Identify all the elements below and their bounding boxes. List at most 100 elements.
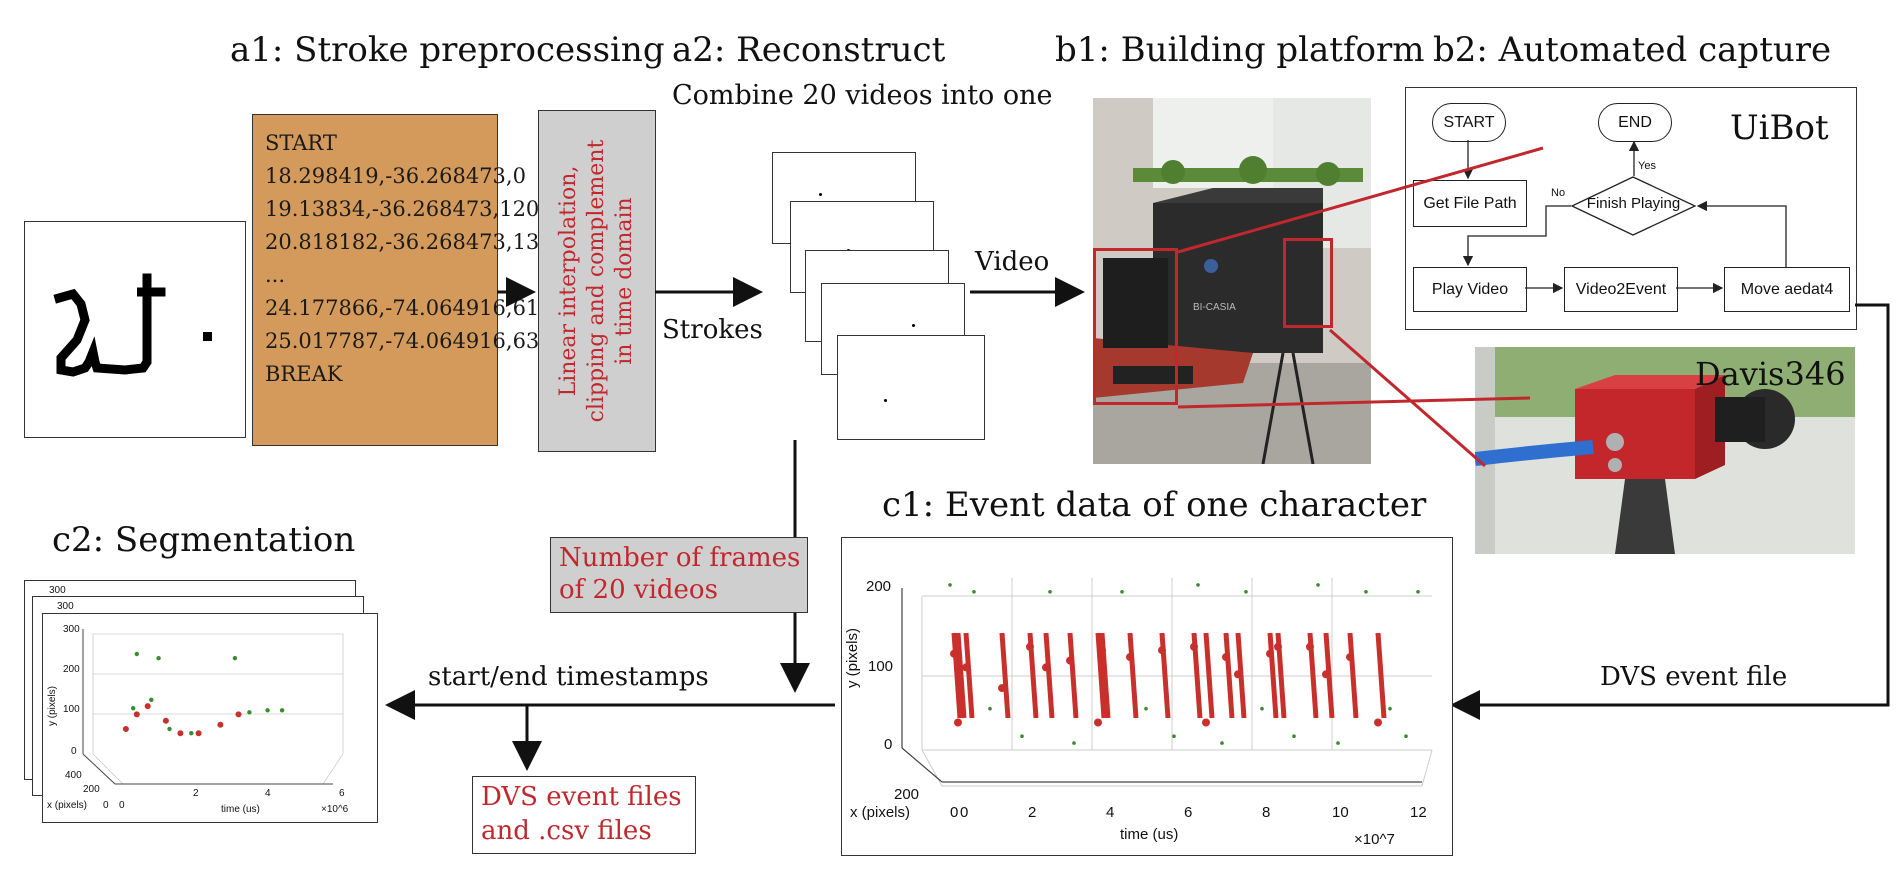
c2-event-point: [167, 726, 172, 732]
c1-plot: [901, 578, 1433, 787]
c1-event-stroke: [1067, 632, 1079, 719]
c1-event-point: [1260, 706, 1264, 711]
c1-event-chart: 200 100 0 y (pixels) 200 x (pixels) 0 0 …: [841, 537, 1453, 856]
c1-event-point: [1094, 718, 1102, 727]
stroke-line: BREAK: [265, 362, 343, 386]
stroke-line: ...: [265, 263, 286, 287]
c2-title: c2: Segmentation: [52, 520, 356, 560]
c2-event-point: [195, 730, 202, 737]
c2-ztick: 0: [103, 800, 109, 811]
c2-xtick: 4: [265, 788, 271, 799]
start-node: START: [1432, 103, 1506, 142]
c2-event-point: [156, 656, 161, 661]
c1-event-point: [1316, 583, 1320, 587]
strokes-label: Strokes: [662, 315, 763, 345]
c1-event-point: [1120, 590, 1124, 594]
c1-event-stroke: [999, 632, 1011, 719]
c1-ztick: 200: [894, 786, 920, 803]
c1-xlabel: time (us): [1120, 826, 1179, 843]
platform-illustration: BI-CASIA: [1093, 98, 1371, 464]
c2-ztick: 400: [65, 770, 82, 781]
c1-event-stroke: [1027, 632, 1039, 719]
c1-event-point: [1388, 706, 1392, 711]
c1-event-stroke: [1099, 632, 1111, 719]
c2-event-point: [232, 656, 238, 661]
c1-xtick: 0: [960, 804, 969, 821]
move-aedat4-node: Move aedat4: [1724, 267, 1850, 312]
c2-red-events: [122, 703, 242, 737]
c1-event-point: [1374, 718, 1382, 727]
c1-xtick: 12: [1410, 804, 1427, 821]
c1-event-stroke: [1275, 632, 1287, 719]
output-files-box: DVS event files and .csv files: [472, 776, 696, 854]
c1-event-stroke: [1223, 632, 1235, 719]
c1-event-stroke: [955, 632, 967, 719]
stroke-line: 25.017787,-74.064916,6336: [265, 329, 567, 353]
frames-line: of 20 videos: [559, 575, 718, 605]
c2-xtick: 6: [339, 788, 345, 799]
c2-event-point: [177, 730, 184, 737]
c1-xtick: 8: [1262, 804, 1271, 821]
davis-camera-photo: Davis346: [1475, 347, 1855, 554]
c2-event-point: [279, 708, 285, 713]
c2-event-point: [189, 731, 194, 736]
c2-event-point: [131, 706, 136, 711]
c2-xtick: 2: [193, 788, 199, 799]
c1-event-point: [948, 583, 952, 587]
stroke-line: 20.818182,-36.268473,136: [265, 230, 553, 254]
no-label: No: [1551, 187, 1566, 199]
c1-event-point: [1364, 590, 1368, 594]
c1-event-point: [954, 718, 962, 727]
c2-front-plot: 300 200 100 0 y (pixels) 400 200 x (pixe…: [42, 613, 378, 823]
c2-x-multiplier: ×10^6: [321, 804, 349, 815]
c1-event-stroke: [1375, 632, 1387, 719]
play-video-node: Play Video: [1413, 267, 1527, 312]
c2-ytick: 0: [71, 746, 77, 757]
video-label: Video: [975, 247, 1050, 277]
c2-xtick: 0: [119, 800, 125, 811]
c1-event-stroke: [1203, 632, 1215, 719]
b2-title: b2: Automated capture: [1433, 30, 1832, 70]
c1-event-point: [1336, 741, 1340, 745]
c1-ytick: 100: [868, 658, 894, 675]
stroke-line: START: [265, 131, 337, 155]
uibot-label: UiBot: [1730, 108, 1829, 148]
frames-count-box: Number of frames of 20 videos: [550, 537, 808, 613]
a2-subtitle: Combine 20 videos into one: [672, 80, 1053, 111]
c1-event-stroke: [963, 632, 975, 719]
timestamps-label: start/end timestamps: [428, 662, 709, 692]
video2event-node: Video2Event: [1564, 267, 1678, 312]
c1-event-point: [1144, 706, 1148, 711]
c1-xtick: 10: [1332, 804, 1349, 821]
stroke-data-box: START 18.298419,-36.268473,0 19.13834,-3…: [252, 114, 566, 446]
c1-event-stroke: [1307, 632, 1319, 719]
c2-event-point: [162, 717, 169, 724]
c2-event-point: [149, 697, 154, 702]
a2-title: a2: Reconstruct: [672, 30, 946, 70]
c1-axes: [901, 588, 1422, 783]
c2-event-point: [144, 703, 151, 710]
c2-plot: [82, 629, 344, 785]
c2-ytick: 300: [63, 624, 80, 635]
c2-ylabel: y (pixels): [47, 685, 58, 726]
handwritten-character: [53, 273, 212, 377]
c2-xlabel: time (us): [221, 804, 260, 815]
c1-event-point: [1048, 590, 1052, 594]
video-frame: [837, 335, 985, 440]
c2-zlabel: x (pixels): [47, 800, 88, 811]
c2-ytick: 100: [63, 704, 80, 715]
c2-event-point: [217, 721, 224, 728]
c2-ztick: 200: [83, 784, 100, 795]
c2-middle-tick: 300: [57, 601, 74, 612]
c1-zlabel: x (pixels): [850, 804, 911, 821]
b1-title: b1: Building platform: [1055, 30, 1425, 70]
c2-event-point: [134, 651, 139, 657]
camera-highlight: [1283, 238, 1333, 328]
yes-label: Yes: [1638, 160, 1656, 172]
c1-event-stroke: [1127, 632, 1139, 719]
c2-event-point: [235, 711, 242, 718]
finish-playing-label: Finish Playing: [1586, 195, 1681, 212]
platform-photo: BI-CASIA: [1093, 98, 1371, 464]
dvs-event-file-label: DVS event file: [1600, 662, 1788, 692]
